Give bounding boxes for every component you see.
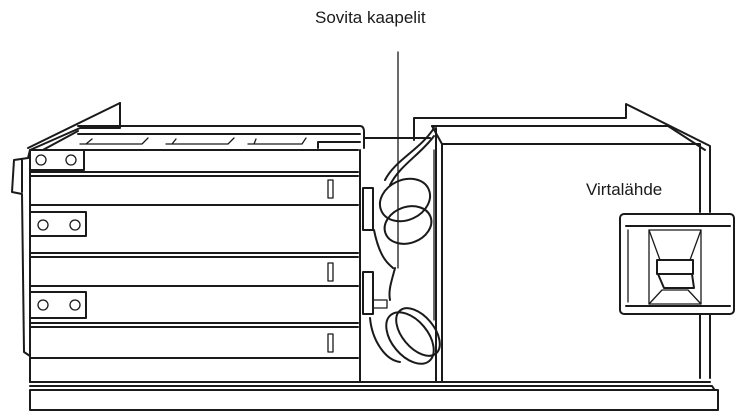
drive-led [327, 262, 334, 282]
drive-bay-2 [29, 211, 359, 287]
connector [362, 271, 374, 315]
power-supply [413, 103, 711, 383]
rocker-switch [656, 259, 694, 275]
base-plate [29, 381, 719, 411]
mount-hole [69, 219, 81, 231]
mount-hole [69, 299, 81, 311]
connector [362, 187, 374, 231]
cables-label: Sovita kaapelit [315, 8, 426, 27]
cable-bundle [362, 127, 441, 365]
mount-hole [37, 219, 49, 231]
power-switch[interactable] [619, 213, 735, 315]
mount-hole [65, 154, 77, 166]
top-rail [31, 125, 365, 151]
drive-led [327, 179, 334, 199]
power-supply-label: Virtalähde [586, 180, 663, 199]
mount-hole [37, 299, 49, 311]
mount-hole [35, 154, 47, 166]
drive-led [327, 333, 334, 353]
drive-bay-3 [29, 291, 359, 359]
drive-bay-1 [29, 149, 359, 206]
